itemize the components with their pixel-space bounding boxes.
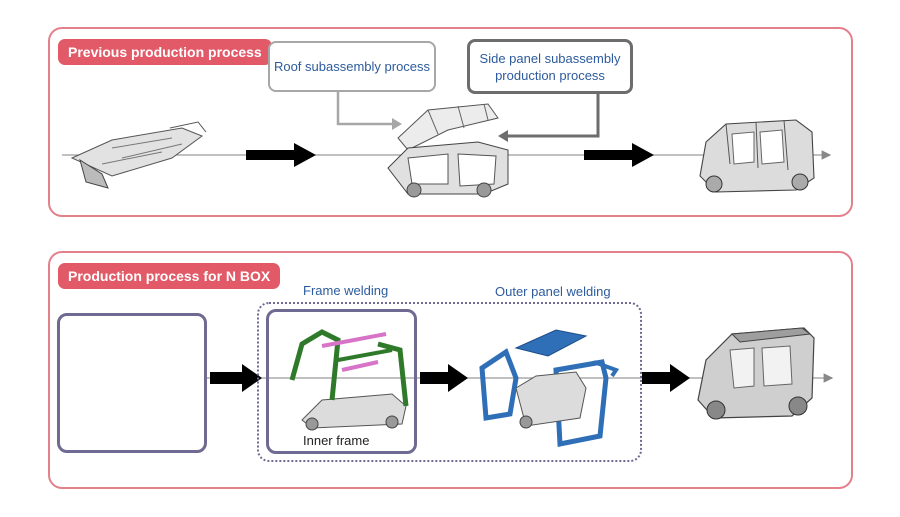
roof-subassembly-label: Roof subassembly process <box>273 59 431 74</box>
side-panel-subassembly-box: Side panel subassembly production proces… <box>467 39 633 94</box>
top-arrow-2 <box>584 143 654 167</box>
bottom-arrow-2 <box>420 364 468 392</box>
floor-stage-box <box>57 313 207 453</box>
subassembly-body-image <box>387 103 509 198</box>
roof-subassembly-box: Roof subassembly process <box>268 41 436 92</box>
inner-frame-label: Inner frame <box>303 433 370 448</box>
floor-body-image <box>70 121 207 189</box>
top-arrow-1 <box>246 143 316 167</box>
completed-body-image-top <box>699 119 815 193</box>
bottom-arrow-3 <box>642 364 690 392</box>
inner-frame-stage-box <box>266 309 417 454</box>
side-panel-connector <box>502 94 600 138</box>
outer-panel-image <box>479 329 620 448</box>
frame-welding-label: Frame welding <box>303 283 389 298</box>
previous-process-title: Previous production process <box>58 39 272 65</box>
roof-connector <box>336 92 398 126</box>
bottom-arrow-1 <box>210 364 262 392</box>
inner-frame-image <box>289 329 409 431</box>
completed-body-image-bottom <box>697 327 815 420</box>
nbox-process-title: Production process for N BOX <box>58 263 281 289</box>
welding-stage-group <box>257 302 642 462</box>
side-panel-subassembly-label: Side panel subassembly production proces… <box>479 50 621 83</box>
outer-panel-welding-label: Outer panel welding <box>495 284 611 299</box>
